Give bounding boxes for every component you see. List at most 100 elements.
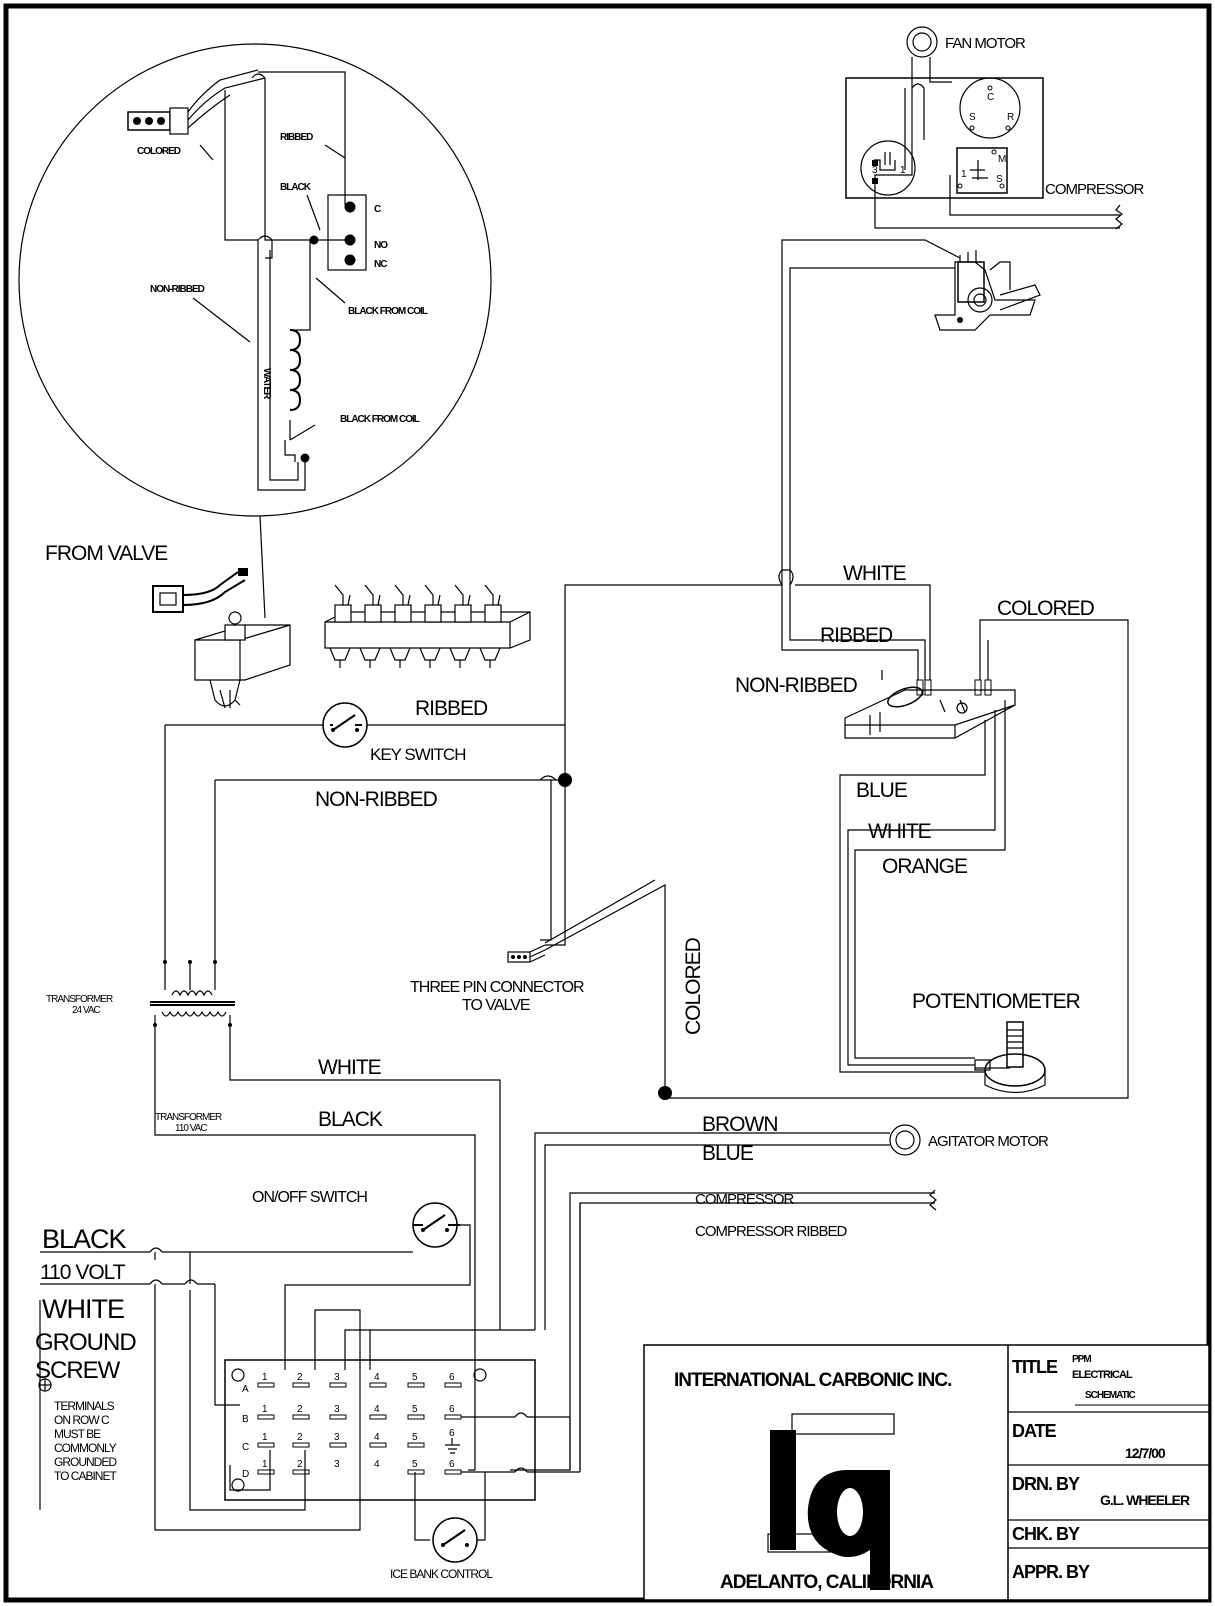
main-wiring [154,239,1129,1471]
potentiometer-icon [974,1021,1046,1094]
col-label: 6 [449,1404,455,1415]
compressor-assembly: FAN MOTOR C S R 3 1 1 S M COMPRESSOR [845,26,1146,230]
label-nc: NC [374,259,387,270]
col-label: 2 [297,1372,303,1383]
label-ol-1: 1 [961,169,967,180]
compressor-terminal-icon [959,77,1021,139]
label-comp-m: M [998,154,1006,165]
label-ribbed: RIBBED [280,132,313,143]
label-black: BLACK [280,182,312,193]
label-c: C [374,204,381,215]
row-label-c: C [242,1442,249,1453]
company-logo [767,1413,895,1590]
label-comp-c: C [987,92,994,103]
label-24-vac: 24 VAC [72,1005,100,1016]
drawing-title: ELECTRICAL [1072,1369,1133,1381]
label-potentiometer: POTENTIOMETER [912,990,1081,1013]
label-relay-3: 3 [872,165,878,176]
solenoid-valve-icon [152,568,291,709]
label-fan-motor: FAN MOTOR [945,35,1026,52]
label-terminal-note: TERMINALS [54,1399,115,1413]
label-brown: BROWN [702,1113,778,1136]
label-black-transformer: BLACK [318,1108,383,1131]
terminal-block: A B C D 1 2 3 4 5 6 1 2 3 4 5 6 1 2 3 4 … [224,1359,536,1501]
label-white-supply: WHITE [42,1294,124,1324]
label-transformer-24: TRANSFORMER [46,994,113,1005]
col-label: 5 [412,1404,418,1415]
relay-contact-block [327,194,367,271]
col-label: 1 [262,1372,268,1383]
label-colored-right: COLORED [997,597,1095,620]
relay-detail-view: COLORED RIBBED BLACK C NO NC NON-RIBBED … [18,43,492,517]
fan-thermostat-icon [934,250,1041,331]
junction-dot [309,235,319,245]
label-black-supply: BLACK [42,1224,127,1254]
label-water: WATER [261,368,272,400]
col-label: 2 [297,1404,303,1415]
label-non-ribbed: NON-RIBBED [150,284,205,295]
label-from-valve: FROM VALVE [45,542,168,565]
col-label: 2 [297,1432,303,1443]
col-label: 3 [334,1404,340,1415]
detail-circle [18,43,492,517]
col-label: 1 [262,1459,268,1470]
coil-icon [289,329,302,411]
label-110-volt: 110 VOLT [40,1261,126,1284]
label-white-pot: WHITE [868,820,932,843]
col-label: 1 [262,1432,268,1443]
col-label: 4 [374,1432,380,1443]
ground-screw-icon [38,1378,52,1392]
label-terminal-note: ON ROW C [54,1413,110,1427]
date-value: 12/7/00 [1125,1445,1166,1461]
checked-by-label: CHK. BY [1012,1524,1080,1544]
label-blue-agitator: BLUE [702,1142,754,1165]
drawn-by-value: G.L. WHEELER [1100,1492,1190,1508]
col-label: 4 [374,1404,380,1415]
label-white-top: WHITE [843,562,907,585]
company-name: INTERNATIONAL CARBONIC INC. [674,1370,951,1391]
col-label: 3 [334,1372,340,1383]
label-three-pin-connector: THREE PIN CONNECTOR [410,979,584,996]
label-black-from-coil: BLACK FROM COIL [348,306,428,317]
label-non-ribbed-left: NON-RIBBED [315,788,438,811]
label-terminal-note: GROUNDED [54,1455,117,1469]
label-colored-vertical: COLORED [682,937,705,1035]
label-ribbed-mid: RIBBED [820,624,893,647]
label-compressor-ribbed: COMPRESSOR RIBBED [695,1223,848,1240]
label-non-ribbed-right: NON-RIBBED [735,674,858,697]
col-label: 4 [374,1372,380,1383]
agitator-motor-icon [889,1124,921,1156]
label-terminal-note: COMMONLY [54,1441,117,1455]
label-blue: BLUE [856,779,908,802]
label-agitator-motor: AGITATOR MOTOR [928,1133,1049,1150]
detail-connector-plug [127,69,266,135]
title-block: INTERNATIONAL CARBONIC INC. ADELANTO, CA… [643,1344,1210,1601]
transformer-icon [150,960,235,1027]
drawing-title: SCHEMATIC [1085,1390,1135,1401]
drawing-title: PPM [1072,1354,1091,1365]
label-black-from-coil: BLACK FROM COIL [340,414,420,425]
title-label: TITLE [1012,1357,1058,1377]
drawn-by-label: DRN. BY [1012,1474,1080,1494]
company-location: ADELANTO, CALIFORNIA [720,1572,934,1593]
label-110-vac: 110 VAC [175,1123,207,1134]
label-no: NO [374,240,388,251]
label-relay-1: 1 [900,165,906,176]
label-screw: SCREW [35,1357,121,1384]
terminal-nc [344,254,356,266]
col-label: 6 [449,1428,455,1439]
label-terminal-note: MUST BE [54,1427,101,1441]
compressor-housing [845,77,1044,199]
approved-by-label: APPR. BY [1012,1562,1090,1582]
junction-dot [658,1086,672,1100]
label-ol-s: S [996,174,1003,185]
label-to-valve: TO VALVE [462,997,530,1014]
junction-dot [558,773,572,787]
label-ice-bank-control: ICE BANK CONTROL [390,1567,493,1581]
label-transformer-110: TRANSFORMER [155,1112,222,1123]
label-white-transformer: WHITE [318,1056,382,1079]
label-orange: ORANGE [882,855,968,878]
col-label: 5 [412,1459,418,1470]
key-switch-icon [322,702,368,748]
